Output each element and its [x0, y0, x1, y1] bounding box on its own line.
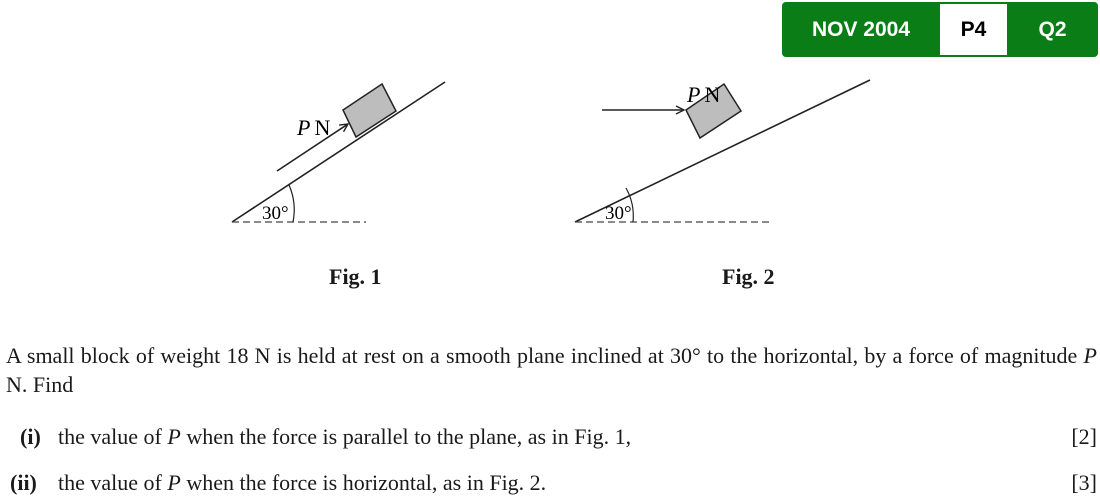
angle-label: 30° [262, 203, 289, 224]
part-var: P [167, 424, 181, 449]
marks: [3] [1071, 470, 1097, 495]
badge-paper: P4 [940, 4, 1007, 55]
svg-text:PN: PN [296, 115, 330, 140]
part-var: P [167, 470, 181, 495]
figure-2-caption: Fig. 2 [722, 264, 775, 289]
part-text: the value of [58, 424, 168, 449]
angle-arc [625, 187, 634, 223]
part-number: (i) [20, 424, 41, 449]
intro-text-end: N. Find [6, 372, 74, 397]
inclined-plane [231, 81, 446, 223]
intro-var: P [1083, 343, 1097, 368]
part-text: the value of [58, 470, 168, 495]
question-intro: A small block of weight 18 N is held at … [6, 341, 1097, 399]
angle-label: 30° [605, 203, 632, 224]
intro-text: A small block of weight 18 N is held at … [6, 343, 1084, 368]
question-badge: NOV 2004 P4 Q2 [782, 2, 1098, 57]
force-unit: N [704, 82, 720, 107]
figure-1-caption: Fig. 1 [329, 264, 382, 289]
force-unit: N [314, 115, 330, 140]
badge-question: Q2 [1038, 18, 1067, 41]
force-var: P [686, 82, 700, 107]
block [685, 82, 743, 140]
inclined-plane [574, 79, 871, 223]
force-arrow [276, 124, 348, 172]
marks: [2] [1071, 424, 1097, 449]
part-text-end: when the force is parallel to the plane,… [180, 424, 632, 449]
block [342, 82, 397, 139]
angle-arc [288, 184, 295, 223]
part-text-end: when the force is horizontal, as in Fig.… [180, 470, 547, 495]
svg-text:PN: PN [686, 82, 720, 107]
part-number: (ii) [10, 470, 37, 495]
badge-date: NOV 2004 [811, 18, 911, 41]
force-var: P [296, 115, 310, 140]
